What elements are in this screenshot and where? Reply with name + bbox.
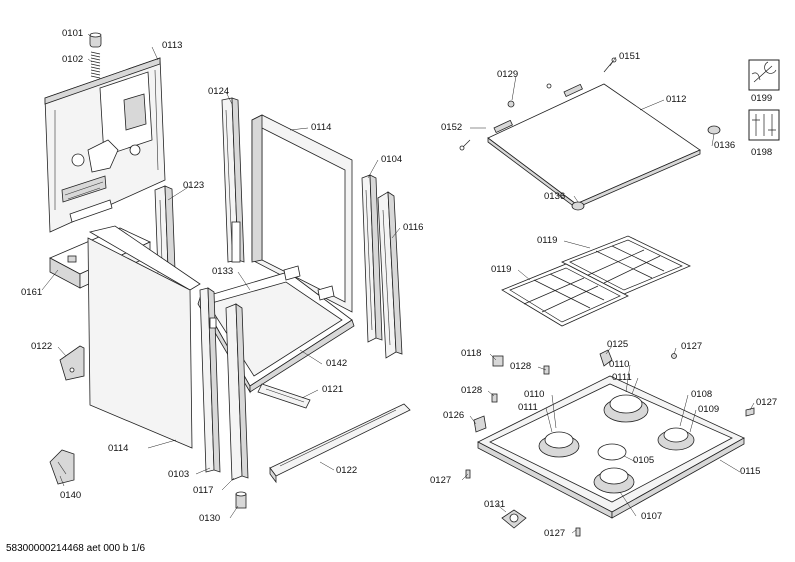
label-0103: 0103 xyxy=(168,469,190,480)
part-0116-rail xyxy=(377,191,403,359)
document-id-footer: 58300000214468 aet 000 b 1/6 xyxy=(6,543,146,554)
label-0101: 0101 xyxy=(62,28,84,39)
label-0127-bottom: 0127 xyxy=(544,528,566,539)
label-0126: 0126 xyxy=(443,410,465,421)
label-0142: 0142 xyxy=(326,358,348,369)
label-0127-top: 0127 xyxy=(681,341,703,352)
label-0115: 0115 xyxy=(740,466,761,477)
label-0151: 0151 xyxy=(619,51,641,62)
part-0136-buffer-a xyxy=(707,125,721,135)
part-0122-bracket-left xyxy=(59,345,85,381)
part-0118-clip xyxy=(492,355,504,367)
part-0102-spring xyxy=(90,51,101,79)
label-0119-back: 0119 xyxy=(537,235,558,246)
label-0127-left: 0127 xyxy=(430,475,452,486)
leader-lines xyxy=(41,33,755,534)
part-0114-frame xyxy=(251,114,353,313)
part-0107-burner-front xyxy=(593,467,635,494)
label-0133: 0133 xyxy=(212,266,234,277)
part-0108-burner-right xyxy=(657,427,695,451)
part-0124-rail xyxy=(221,97,245,263)
part-0127-screw-a xyxy=(671,353,677,359)
part-0122-bracket-right xyxy=(269,403,411,484)
label-0111-left: 0111 xyxy=(518,402,538,413)
label-0105: 0105 xyxy=(633,455,655,466)
wrench-icon xyxy=(748,59,780,91)
part-0117-post xyxy=(225,303,249,481)
part-0136-buffer-b xyxy=(571,201,585,211)
part-0105-burner-small xyxy=(597,443,627,461)
part-0110-burner-left xyxy=(538,431,580,458)
label-0122-bar: 0122 xyxy=(336,465,358,476)
label-0111-top: 0111 xyxy=(612,372,632,383)
label-0136-bottom: 0136 xyxy=(544,191,566,202)
tools-icon xyxy=(748,109,780,141)
part-0122-side-panel xyxy=(87,225,201,449)
part-0101-cap xyxy=(89,32,102,48)
label-0129: 0129 xyxy=(497,69,519,80)
label-0198: 0198 xyxy=(751,147,773,158)
label-0125: 0125 xyxy=(607,339,629,350)
part-0104-rail xyxy=(361,174,383,343)
label-0110-left: 0110 xyxy=(524,389,545,400)
label-0140: 0140 xyxy=(60,490,82,501)
label-0109: 0109 xyxy=(698,404,720,415)
label-0114-frame: 0114 xyxy=(311,122,332,133)
part-0130-foot xyxy=(235,491,247,509)
part-0128-screw-b xyxy=(491,393,498,403)
label-0118: 0118 xyxy=(461,348,482,359)
part-0125-clip xyxy=(599,349,613,367)
part-0123-strut xyxy=(154,185,176,273)
label-0128-top: 0128 xyxy=(510,361,532,372)
label-0113: 0113 xyxy=(162,40,183,51)
label-0117: 0117 xyxy=(193,485,214,496)
label-0116: 0116 xyxy=(403,222,424,233)
label-0127-right: 0127 xyxy=(756,397,778,408)
part-0129-screw xyxy=(507,83,552,108)
part-0140-bracket xyxy=(49,449,75,485)
part-0113-rear-panel xyxy=(44,57,166,233)
label-0112: 0112 xyxy=(666,94,687,105)
part-0128-screw-a xyxy=(543,365,550,375)
part-0110-burner-large xyxy=(603,394,649,423)
label-0131: 0131 xyxy=(484,499,506,510)
label-0107: 0107 xyxy=(641,511,663,522)
part-0119-pan-support-front xyxy=(501,263,629,327)
label-0152: 0152 xyxy=(441,122,463,133)
part-0126-clip xyxy=(473,415,487,433)
part-0152-pin xyxy=(459,139,471,151)
part-0103-rail xyxy=(199,287,221,473)
label-0108: 0108 xyxy=(691,389,713,400)
label-0128-left: 0128 xyxy=(461,385,483,396)
label-0102: 0102 xyxy=(62,54,84,65)
label-0124: 0124 xyxy=(208,86,230,97)
label-0122-bracket: 0122 xyxy=(31,341,53,352)
label-0119-front: 0119 xyxy=(491,264,512,275)
part-0121-bar xyxy=(257,383,311,409)
label-0114-panel: 0114 xyxy=(108,443,129,454)
label-0199: 0199 xyxy=(751,93,773,104)
label-0104: 0104 xyxy=(381,154,403,165)
label-0136-right: 0136 xyxy=(714,140,736,151)
part-0127-screw-b xyxy=(745,407,755,417)
label-0121: 0121 xyxy=(322,384,344,395)
label-0130: 0130 xyxy=(199,513,221,524)
part-0131-seal xyxy=(501,509,527,529)
part-0127-screw-d xyxy=(575,527,581,537)
label-0161: 0161 xyxy=(21,287,43,298)
label-0123: 0123 xyxy=(183,180,205,191)
part-0112-glass-lid xyxy=(487,83,701,209)
label-0110-top: 0110 xyxy=(609,359,630,370)
